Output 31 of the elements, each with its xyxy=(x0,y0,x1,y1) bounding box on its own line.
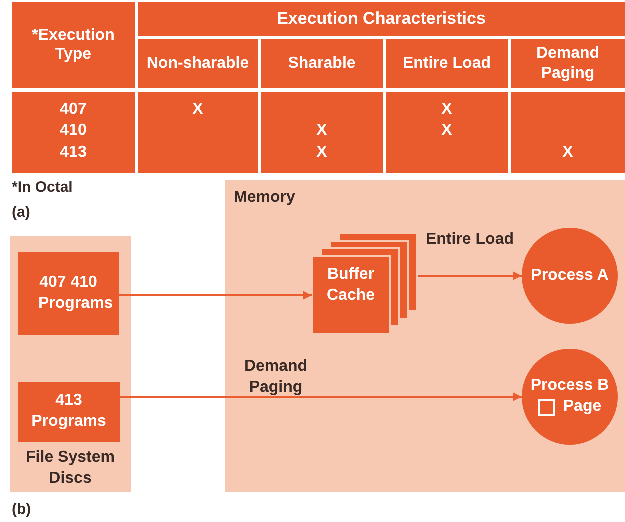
program-box: 413 Programs xyxy=(18,382,120,442)
panel-label: (b) xyxy=(12,500,32,520)
row-label: 407 xyxy=(59,100,88,120)
panel-title: Memory xyxy=(234,188,296,208)
arrow xyxy=(418,272,522,280)
check-mark: X xyxy=(440,100,454,120)
row-label: 410 xyxy=(59,121,88,141)
check-mark: X xyxy=(316,121,328,141)
check-mark: X xyxy=(192,100,204,120)
check-mark: X xyxy=(562,143,574,163)
footnote: *In Octal xyxy=(12,178,73,198)
panel-label: (a) xyxy=(12,203,30,223)
disc-panel xyxy=(10,236,131,492)
row-label: 413 xyxy=(59,143,88,163)
column-header: Demand Paging xyxy=(511,39,625,88)
column-header: *Execution Type xyxy=(12,2,135,88)
column-header: Execution Characteristics xyxy=(138,2,625,36)
edge-label: Entire Load xyxy=(425,230,515,250)
check-mark: X xyxy=(440,121,454,141)
memory-panel xyxy=(225,180,625,492)
column-header: Entire Load xyxy=(386,39,508,88)
program-box: 407 410 Programs xyxy=(18,252,119,335)
check-mark: X xyxy=(316,143,328,163)
process-circle: Process A xyxy=(522,228,618,324)
column-header: Sharable xyxy=(261,39,383,88)
edge-label: Demand Paging xyxy=(243,357,309,398)
arrow xyxy=(119,291,312,300)
process-circle: Process B Page xyxy=(522,349,618,445)
column-header: Non-sharable xyxy=(138,39,258,88)
panel-caption: File System Discs xyxy=(25,448,116,490)
arrow xyxy=(120,392,522,402)
